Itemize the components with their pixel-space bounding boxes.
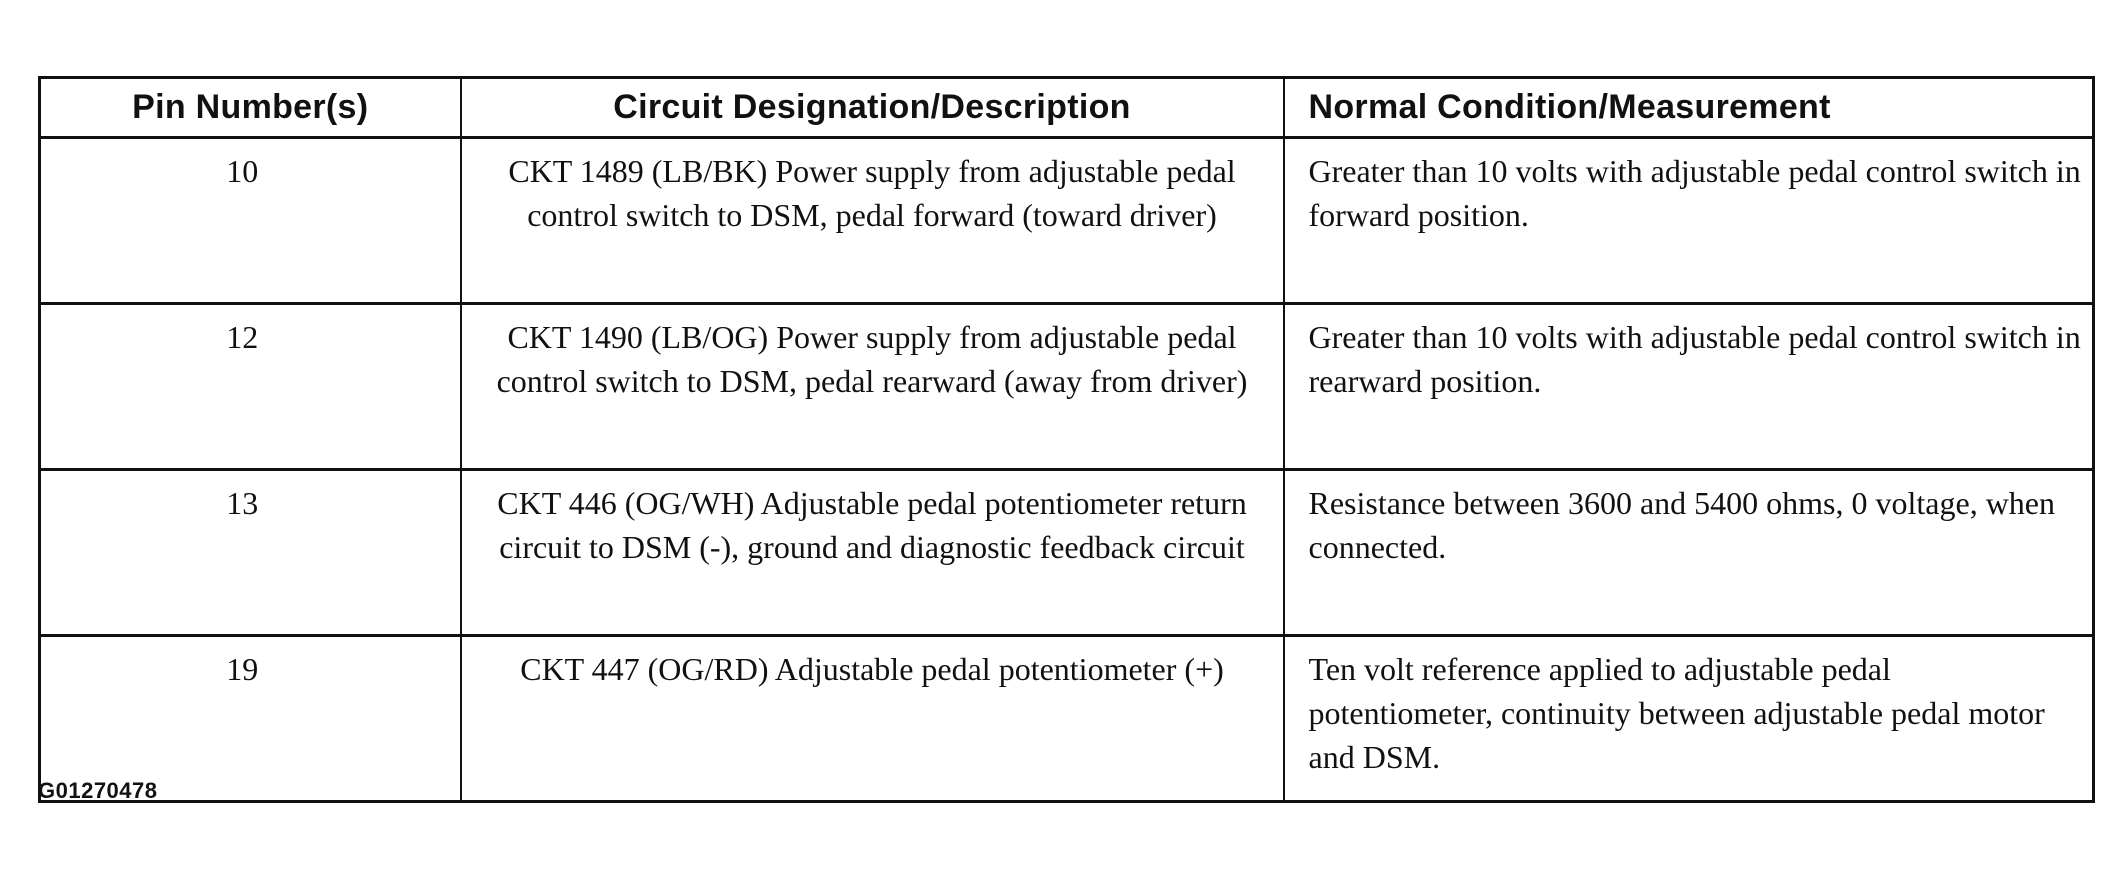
- circuit-description-cell: CKT 446 (OG/WH) Adjustable pedal potenti…: [460, 469, 1285, 637]
- pin-number-cell: 19: [39, 635, 462, 802]
- table-row: 10 CKT 1489 (LB/BK) Power supply from ad…: [39, 137, 2094, 305]
- circuit-description-cell: CKT 447 (OG/RD) Adjustable pedal potenti…: [460, 635, 1285, 802]
- header-normal-condition: Normal Condition/Measurement: [1283, 77, 2094, 139]
- header-pin-numbers: Pin Number(s): [39, 77, 462, 139]
- figure-id-label: G01270478: [38, 778, 158, 803]
- normal-condition-cell: Ten volt reference applied to adjustable…: [1308, 651, 2045, 775]
- pin-number-cell: 12: [39, 303, 462, 471]
- normal-condition-cell: Greater than 10 volts with adjustable pe…: [1283, 137, 2094, 305]
- circuit-description-cell: CKT 1489 (LB/BK) Power supply from adjus…: [460, 137, 1285, 305]
- table-row: 12 CKT 1490 (LB/OG) Power supply from ad…: [39, 303, 2094, 471]
- normal-condition-cell: Resistance between 3600 and 5400 ohms, 0…: [1283, 469, 2094, 637]
- header-circuit-description: Circuit Designation/Description: [460, 77, 1285, 139]
- pin-number-cell: 10: [39, 137, 462, 305]
- normal-condition-cell: Greater than 10 volts with adjustable pe…: [1283, 303, 2094, 471]
- table-row: 19 CKT 447 (OG/RD) Adjustable pedal pote…: [39, 635, 2094, 802]
- table-header-row: Pin Number(s) Circuit Designation/Descri…: [39, 77, 2094, 139]
- pin-description-table: Pin Number(s) Circuit Designation/Descri…: [38, 76, 2095, 803]
- circuit-description-cell: CKT 1490 (LB/OG) Power supply from adjus…: [460, 303, 1285, 471]
- pin-number-cell: 13: [39, 469, 462, 637]
- table-row: 13 CKT 446 (OG/WH) Adjustable pedal pote…: [39, 469, 2094, 637]
